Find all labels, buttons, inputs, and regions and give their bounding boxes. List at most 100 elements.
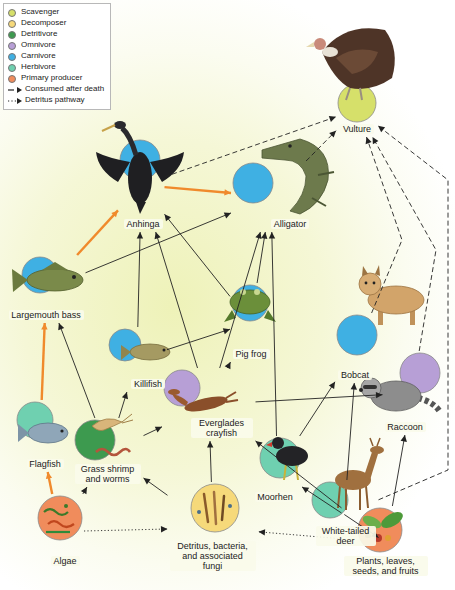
connector-line (392, 435, 405, 506)
legend-text: Detritus pathway (25, 96, 85, 105)
feeding-arrow (155, 232, 198, 368)
organism-label: Algae (51, 556, 80, 566)
connector-line (165, 214, 231, 296)
organism-label: Vulture (340, 124, 374, 134)
arrowhead (302, 487, 309, 493)
arrowhead (225, 362, 231, 369)
organism-node: Bobcat (337, 315, 377, 381)
legend-swatch (8, 31, 16, 39)
vulture-drawing (306, 28, 395, 100)
organism-label: Alligator (271, 219, 309, 229)
arrowhead (269, 232, 275, 239)
consumed-after-death-arrow (378, 126, 448, 500)
arrowhead (366, 137, 372, 144)
detritus-pathway-arrow (84, 526, 168, 532)
arrowhead (329, 131, 336, 138)
connector-line (220, 232, 261, 368)
organism-label: Killifish (131, 379, 165, 389)
organism-node: Pig frog (232, 285, 270, 360)
feeding-arrow (165, 214, 231, 296)
arrowhead (351, 383, 357, 390)
legend-row: Omnivore (8, 40, 104, 51)
organism-node: Detritus, bacteria, and associated fungi (170, 484, 257, 572)
legend-row: Primary producer (8, 73, 104, 84)
bass-drawing (12, 262, 83, 292)
organism-node: Plants, leaves, seeds, and fruits (344, 508, 429, 577)
arrowhead (46, 472, 52, 479)
connector-line (144, 427, 163, 436)
connector-line (306, 131, 336, 161)
feeding-arrow (165, 187, 232, 196)
crayfish-drawing (168, 389, 238, 414)
arrowhead (376, 392, 383, 398)
arrowhead (259, 529, 266, 535)
organism-label: Pig frog (233, 349, 270, 359)
feeding-arrow (392, 435, 407, 506)
organism-node: Alligator (233, 163, 309, 230)
organism-node: Killifish (109, 329, 165, 390)
detritus-drawing (197, 492, 232, 524)
deer-drawing (335, 438, 384, 510)
legend-text: Decomposer (21, 19, 66, 28)
shrimp-drawing (92, 414, 133, 455)
feeding-arrow (41, 323, 47, 400)
connector-line (272, 232, 277, 436)
feeding-arrow (58, 323, 95, 418)
connector-line (257, 232, 265, 283)
feeding-arrow (119, 392, 128, 418)
feeding-arrow (167, 328, 230, 350)
organism-node: Moorhen (255, 438, 301, 503)
organism-label: Plants, leaves, seeds, and fruits (344, 556, 428, 576)
killifish-drawing (121, 344, 170, 360)
feeding-arrow (137, 232, 143, 327)
organism-node: White-tailed deer (312, 482, 377, 547)
legend-row: Consumed after death (8, 84, 104, 95)
feeding-arrow (225, 362, 231, 369)
arrowhead (401, 435, 407, 442)
organism-node: Grass shrimp and worms (75, 420, 142, 485)
connector-line (300, 382, 335, 436)
arrowhead (329, 116, 336, 122)
feeding-arrow (302, 487, 342, 513)
legend-row: Carnivore (8, 51, 104, 62)
legend-text: Carnivore (21, 52, 56, 61)
organism-label: Moorhen (255, 492, 296, 502)
arrowhead (161, 526, 168, 532)
arrowhead (144, 478, 151, 484)
connector-line (165, 187, 232, 193)
legend-row: Scavenger (8, 7, 104, 18)
flagfish-drawing (18, 423, 68, 443)
arrowhead (155, 232, 161, 239)
connector-line (138, 232, 140, 327)
moorhen-drawing (266, 437, 308, 480)
feeding-arrow (144, 478, 168, 495)
frog-drawing (224, 289, 276, 322)
connector-line (302, 487, 342, 513)
connector-line (378, 126, 448, 500)
connector-line (84, 529, 168, 531)
organism-label: Anhinga (124, 219, 163, 229)
legend-swatch (8, 20, 16, 28)
organism-label: Largemouth bass (9, 310, 84, 320)
arrowhead (261, 232, 267, 239)
arrowhead (373, 137, 379, 144)
feeding-arrow (347, 383, 357, 480)
legend-text: Herbivore (21, 63, 56, 72)
feeding-arrow (256, 441, 342, 508)
connector-line (42, 323, 45, 400)
arrowhead (58, 323, 64, 330)
arrowhead (223, 328, 230, 334)
consumed-after-death-arrow (306, 131, 336, 161)
anhinga-drawing (96, 121, 184, 214)
arrowhead (122, 392, 128, 399)
legend-text: Consumed after death (25, 85, 104, 94)
legend-box: ScavengerDecomposerDetritivoreOmnivoreCa… (3, 3, 111, 110)
legend-text: Scavenger (21, 8, 59, 17)
organism-label: Detritus, bacteria, and associated fungi (170, 541, 256, 571)
arrowhead (224, 213, 231, 219)
legend-row: Detritus pathway (8, 95, 104, 106)
feeding-arrow (256, 392, 383, 402)
feeding-arrow (220, 232, 262, 368)
arrowhead (207, 441, 213, 448)
